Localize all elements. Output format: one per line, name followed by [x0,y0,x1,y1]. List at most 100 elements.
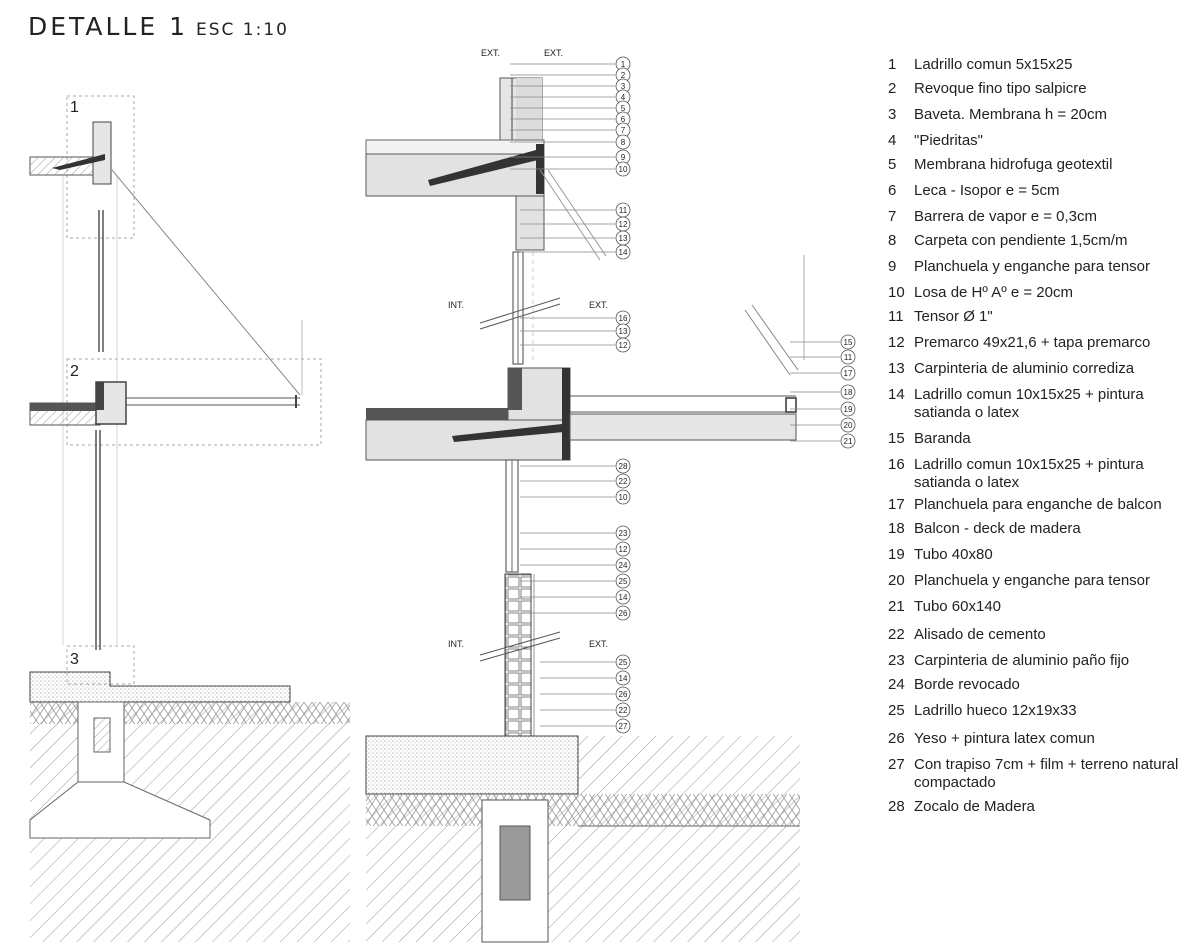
callout-circle [615,473,631,489]
legend-text: Planchuela para enganche de balcon [914,496,1162,513]
legend-number: 3 [888,106,897,123]
callout-circle [840,384,856,400]
legend-text: Baveta. Membrana h = 20cm [914,106,1108,123]
callout-circle [615,458,631,474]
callout-circle [615,557,631,573]
legend-number: 13 [888,360,905,377]
callout-number: 8 [621,138,626,147]
legend-number: 22 [888,626,905,643]
legend-text: Baranda [914,430,971,447]
callout-number: 22 [619,706,628,715]
legend-item-4: 4"Piedritas" [888,132,1194,150]
title-scale: ESC 1:10 [195,20,289,40]
callout-number: 19 [844,405,853,414]
callout-number: 10 [619,493,628,502]
callout-number: 16 [619,314,628,323]
callout-circle [615,686,631,702]
legend-text: Con trapiso 7cm + film + terreno natural… [914,756,1179,791]
overview-section: 1 2 3 [29,95,350,942]
detail-section: EXT. EXT. INT. EXT. [365,48,805,943]
legend-number: 11 [888,308,904,325]
callout-circle [615,489,631,505]
ext-label-2: EXT. [589,639,608,649]
int-label-2: INT. [448,639,464,649]
callout-circle [615,244,631,260]
legend-text: Balcon - deck de madera [914,520,1081,537]
callout-circle [615,337,631,353]
callout-number: 1 [621,60,626,69]
callout-circle [615,134,631,150]
legend-text: Planchuela y enganche para tensor [914,258,1151,275]
callout-circle [840,334,856,350]
callout-number: 25 [619,577,628,586]
callout-circle [615,718,631,734]
legend-number: 12 [888,334,905,351]
callout-circle [840,401,856,417]
legend-text: Barrera de vapor e = 0,3cm [914,208,1098,225]
callout-circle [840,433,856,449]
zone-box-2 [66,358,322,446]
int-label-1: INT. [448,300,464,310]
callout-number: 3 [621,82,626,91]
callout-number: 17 [844,369,853,378]
callout-circle [840,417,856,433]
callout-circle [615,654,631,670]
callout-number: 12 [619,220,628,229]
legend-item-15: 15 Baranda [888,430,1194,448]
legend-number: 15 [888,430,905,447]
callout-circle [615,525,631,541]
callout-circle [615,589,631,605]
callout-number: 23 [619,529,628,538]
legend-item-1: 1 Ladrillo comun 5x15x25 [888,56,1194,74]
legend-number: 25 [888,702,905,719]
callout-circle [615,541,631,557]
callout-circle [840,349,856,365]
legend-item-25: 25 Ladrillo hueco 12x19x33 [888,702,1194,720]
legend-item-27: 27 Con trapiso 7cm + film + terreno natur… [888,756,1194,792]
legend-text: Ladrillo comun 5x15x25 [914,56,1073,73]
legend-text: Ladrillo hueco 12x19x33 [914,702,1077,719]
legend-text: Revoque fino tipo salpicre [914,80,1087,97]
legend-text: Alisado de cemento [914,626,1046,643]
legend-number: 16 [888,456,905,473]
legend-text: Planchuela y enganche para tensor [914,572,1151,589]
callout-number: 26 [619,690,628,699]
callout-number: 2 [621,71,626,80]
callout-number: 27 [619,722,628,731]
callout-number: 15 [844,338,853,347]
callout-number: 5 [621,104,626,113]
legend-text: Tubo 60x140 [914,598,1002,615]
legend-number: 1 [888,56,897,73]
legend-number: 24 [888,676,905,693]
callout-number: 14 [619,674,628,683]
callout-number: 6 [621,115,626,124]
callout-number: 11 [619,206,628,215]
callout-number: 21 [844,437,853,446]
legend-number: 19 [888,546,905,563]
callout-number: 14 [619,248,628,257]
callout-number: 10 [619,165,628,174]
callout-number: 13 [619,327,628,336]
callout-number: 7 [621,126,626,135]
legend-number: 23 [888,652,905,669]
callout-number: 20 [844,421,853,430]
legend-number: 27 [888,756,905,773]
legend-number: 14 [888,386,905,403]
legend-item-3: 3 Baveta. Membrana h = 20cm [888,106,1194,124]
legend-number: 8 [888,232,897,249]
callout-number: 24 [619,561,628,570]
zone-box-1 [66,95,135,239]
